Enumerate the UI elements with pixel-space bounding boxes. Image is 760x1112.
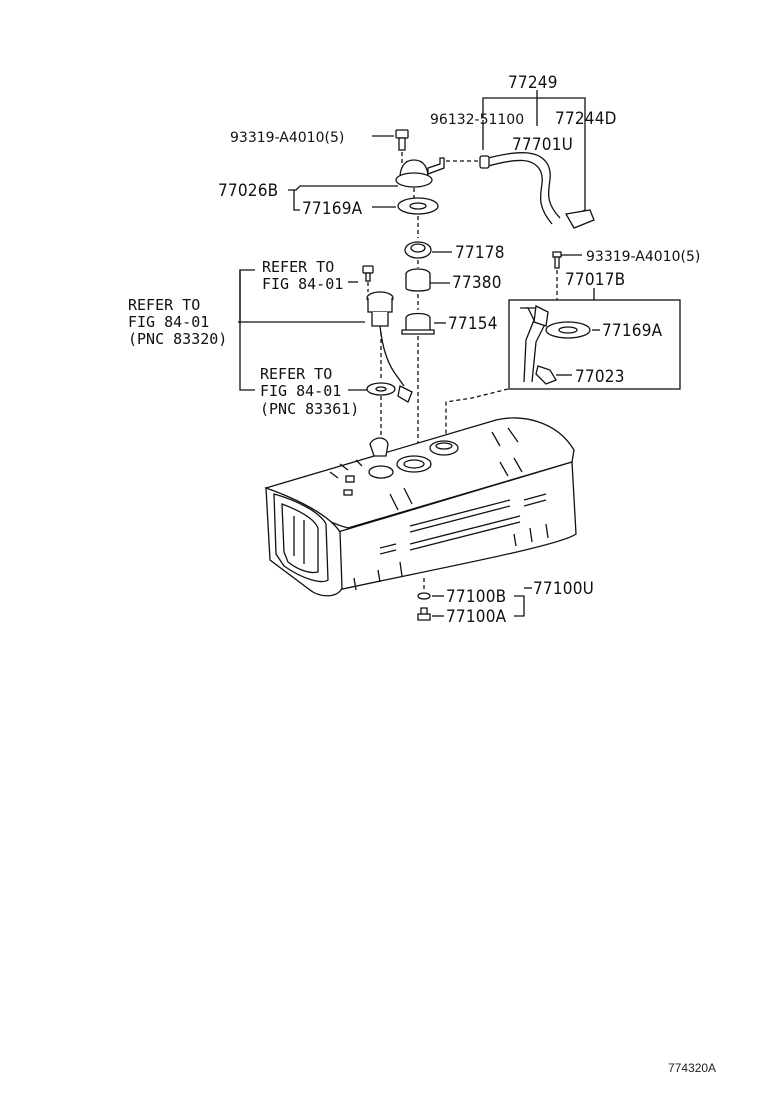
- fig-84-01-2: FIG 84-01: [128, 313, 209, 331]
- breather-hose-group: [440, 90, 595, 229]
- label-77244d: 77244D: [555, 109, 617, 129]
- gasket-77169a-top: [372, 197, 439, 238]
- gauge-pipe-group: [445, 251, 681, 440]
- diagram-code: 774320A: [668, 1061, 716, 1075]
- label-96132-51100: 96132-51100: [430, 112, 524, 128]
- label-77017b: 77017B: [565, 270, 625, 290]
- label-93319-a4010-right: 93319-A4010(5): [586, 249, 700, 265]
- drain-plug-group: [417, 587, 532, 621]
- label-77100u: 77100U: [533, 579, 594, 599]
- vent-valve-77026b: [288, 157, 445, 211]
- fuel-tank: [264, 417, 577, 597]
- fig-84-01-1: FIG 84-01: [262, 275, 343, 293]
- label-77026b: 77026B: [218, 181, 278, 201]
- label-77178: 77178: [455, 243, 505, 263]
- refer-to-2: REFER TO: [128, 296, 200, 314]
- refer-to-3: REFER TO: [260, 365, 332, 383]
- pnc-83320: (PNC 83320): [128, 330, 227, 348]
- label-77023: 77023: [575, 367, 625, 387]
- label-93319-a4010-top: 93319-A4010(5): [230, 130, 344, 146]
- label-77100b: 77100B: [446, 587, 506, 607]
- cap-77154: [401, 312, 446, 450]
- fig-84-01-3: FIG 84-01: [260, 382, 341, 400]
- label-77100a: 77100A: [446, 607, 507, 627]
- label-77249: 77249: [508, 73, 558, 93]
- pnc-83361: (PNC 83361): [260, 400, 359, 418]
- fuel-sender-group: [238, 265, 413, 476]
- label-77380: 77380: [452, 273, 502, 293]
- label-77169a-top: 77169A: [302, 199, 363, 219]
- cap-77380: [405, 268, 450, 310]
- label-77701u: 77701U: [512, 135, 573, 155]
- label-77169a-right: 77169A: [602, 321, 663, 341]
- bolt-93319-top: [372, 129, 409, 164]
- label-77154: 77154: [448, 314, 498, 334]
- ring-77178: [404, 241, 452, 268]
- refer-to-1: REFER TO: [262, 258, 334, 276]
